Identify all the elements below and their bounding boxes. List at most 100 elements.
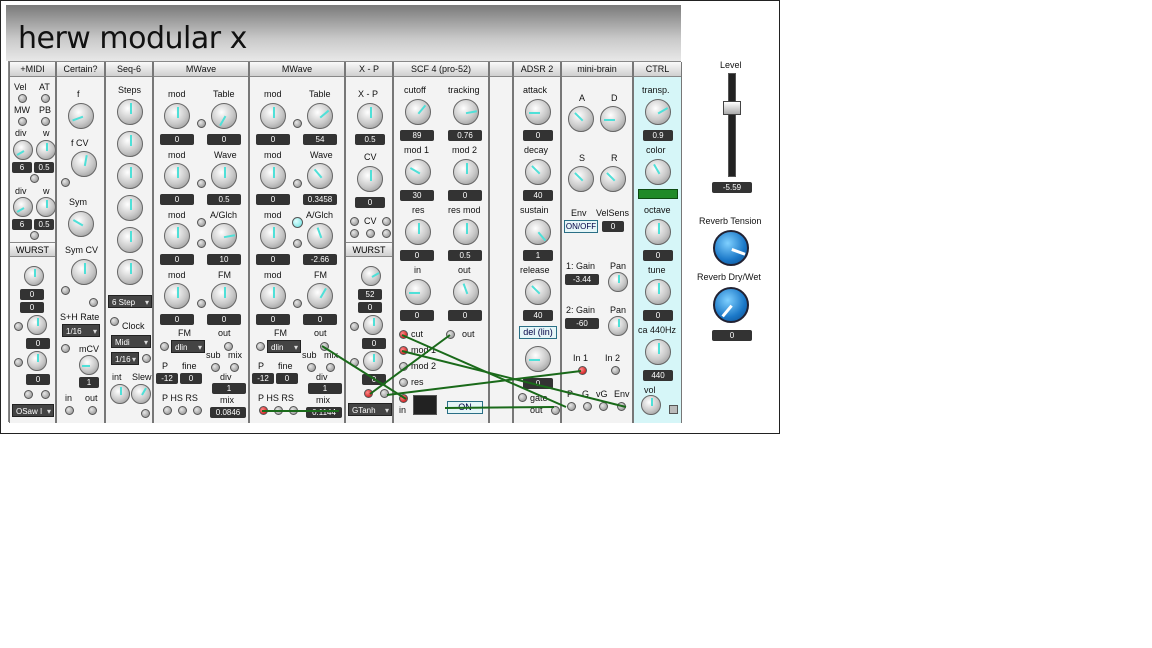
jack-at[interactable] bbox=[41, 94, 50, 103]
jack-out[interactable] bbox=[446, 330, 455, 339]
wurst-knob-3[interactable] bbox=[363, 351, 383, 371]
jack-mod-3b[interactable] bbox=[197, 239, 206, 248]
mod2-knob[interactable] bbox=[453, 159, 479, 185]
wurst-knob-1[interactable] bbox=[361, 266, 381, 286]
jack-mod-4[interactable] bbox=[293, 299, 302, 308]
sustain-knob[interactable] bbox=[525, 219, 551, 245]
jack-sub[interactable] bbox=[211, 363, 220, 372]
fm-knob[interactable] bbox=[211, 283, 237, 309]
jack-cv[interactable] bbox=[382, 217, 391, 226]
tracking-knob[interactable] bbox=[453, 99, 479, 125]
jack-rate[interactable] bbox=[142, 354, 151, 363]
octave-knob[interactable] bbox=[645, 219, 671, 245]
jack-vel[interactable] bbox=[18, 94, 27, 103]
out-knob[interactable] bbox=[453, 279, 479, 305]
slew-knob[interactable] bbox=[131, 384, 151, 404]
jack-mod-4[interactable] bbox=[197, 299, 206, 308]
jack-res[interactable] bbox=[399, 378, 408, 387]
step-knob-2[interactable] bbox=[117, 131, 143, 157]
jack-p[interactable] bbox=[163, 406, 172, 415]
sh-rate-select[interactable]: 1/16 bbox=[62, 324, 100, 338]
jack-out[interactable] bbox=[224, 342, 233, 351]
wurst-jack-2[interactable] bbox=[14, 358, 23, 367]
step-knob-4[interactable] bbox=[117, 195, 143, 221]
jack-x[interactable] bbox=[350, 217, 359, 226]
jack-in2[interactable] bbox=[611, 366, 620, 375]
mod-knob-3[interactable] bbox=[260, 223, 286, 249]
pan1-knob[interactable] bbox=[608, 272, 628, 292]
sym-knob[interactable] bbox=[68, 211, 94, 237]
jack-fm[interactable] bbox=[160, 342, 169, 351]
wurst-jack-3[interactable] bbox=[364, 389, 373, 398]
jack-clock[interactable] bbox=[110, 317, 119, 326]
jack-symcv[interactable] bbox=[61, 286, 70, 295]
fm-mode-select[interactable]: dlin bbox=[267, 340, 301, 354]
mod-knob-4[interactable] bbox=[164, 283, 190, 309]
jack-gate[interactable] bbox=[518, 393, 527, 402]
table-knob[interactable] bbox=[307, 103, 333, 129]
step-knob-5[interactable] bbox=[117, 227, 143, 253]
jack-p[interactable] bbox=[567, 402, 576, 411]
adsr-knob[interactable] bbox=[525, 346, 551, 372]
aglch-knob[interactable] bbox=[211, 223, 237, 249]
step-knob-1[interactable] bbox=[117, 99, 143, 125]
rate-select[interactable]: 1/16 bbox=[111, 352, 139, 366]
jack-div2-out[interactable] bbox=[30, 231, 39, 240]
jack-hs[interactable] bbox=[178, 406, 187, 415]
ctrl-toggle[interactable] bbox=[669, 405, 678, 414]
wurst-jack-1[interactable] bbox=[350, 322, 359, 331]
xp-knob[interactable] bbox=[357, 103, 383, 129]
step-mode-select[interactable]: 6 Step bbox=[108, 295, 152, 309]
mod-knob-1[interactable] bbox=[164, 103, 190, 129]
transp-knob[interactable] bbox=[645, 99, 671, 125]
attack-knob[interactable] bbox=[525, 99, 551, 125]
mod-knob-3[interactable] bbox=[164, 223, 190, 249]
wurst-jack-1[interactable] bbox=[14, 322, 23, 331]
jack-sh[interactable] bbox=[61, 344, 70, 353]
cutoff-knob[interactable] bbox=[405, 99, 431, 125]
ca440-knob[interactable] bbox=[645, 339, 671, 365]
pan2-knob[interactable] bbox=[608, 316, 628, 336]
in-knob[interactable] bbox=[405, 279, 431, 305]
jack-out[interactable] bbox=[551, 406, 560, 415]
jack-mix[interactable] bbox=[326, 363, 335, 372]
mod-knob-4[interactable] bbox=[260, 283, 286, 309]
wave-knob[interactable] bbox=[307, 163, 333, 189]
wurst-knob-1[interactable] bbox=[24, 266, 44, 286]
jack-out[interactable] bbox=[382, 229, 391, 238]
s-knob[interactable] bbox=[568, 166, 594, 192]
jack-pb[interactable] bbox=[41, 117, 50, 126]
div2-knob[interactable] bbox=[13, 197, 33, 217]
jack-div-out[interactable] bbox=[30, 174, 39, 183]
fcv-knob[interactable] bbox=[71, 151, 97, 177]
env-onoff-button[interactable]: ON/OFF bbox=[564, 220, 598, 233]
jack-mod-1[interactable] bbox=[197, 119, 206, 128]
jack-mod-2[interactable] bbox=[197, 179, 206, 188]
wurst-knob-2[interactable] bbox=[27, 315, 47, 335]
jack-mod-3a[interactable] bbox=[292, 217, 303, 228]
del-lin-button[interactable]: del (lin) bbox=[519, 326, 557, 339]
jack-mod-1[interactable] bbox=[293, 119, 302, 128]
clock-select[interactable]: Midi bbox=[111, 335, 151, 349]
wave-knob[interactable] bbox=[211, 163, 237, 189]
wurst-osc-select[interactable]: OSaw I bbox=[12, 404, 54, 418]
int-knob[interactable] bbox=[110, 384, 130, 404]
tune-knob[interactable] bbox=[645, 279, 671, 305]
symcv-knob[interactable] bbox=[71, 259, 97, 285]
table-knob[interactable] bbox=[211, 103, 237, 129]
cv-knob[interactable] bbox=[357, 166, 383, 192]
release-knob[interactable] bbox=[525, 279, 551, 305]
vol-knob[interactable] bbox=[641, 395, 661, 415]
reverb-drywet-knob[interactable] bbox=[713, 287, 749, 323]
jack-seq-out[interactable] bbox=[141, 409, 150, 418]
fm-mode-select[interactable]: dlin bbox=[171, 340, 205, 354]
wurst-knob-3[interactable] bbox=[27, 351, 47, 371]
color-knob[interactable] bbox=[645, 159, 671, 185]
jack-vg[interactable] bbox=[599, 402, 608, 411]
jack-in-a[interactable] bbox=[350, 229, 359, 238]
wurst-knob-2[interactable] bbox=[363, 315, 383, 335]
reverb-tension-knob[interactable] bbox=[713, 230, 749, 266]
jack-cut[interactable] bbox=[399, 330, 408, 339]
wurst-jack-3[interactable] bbox=[24, 390, 33, 399]
mod-knob-1[interactable] bbox=[260, 103, 286, 129]
